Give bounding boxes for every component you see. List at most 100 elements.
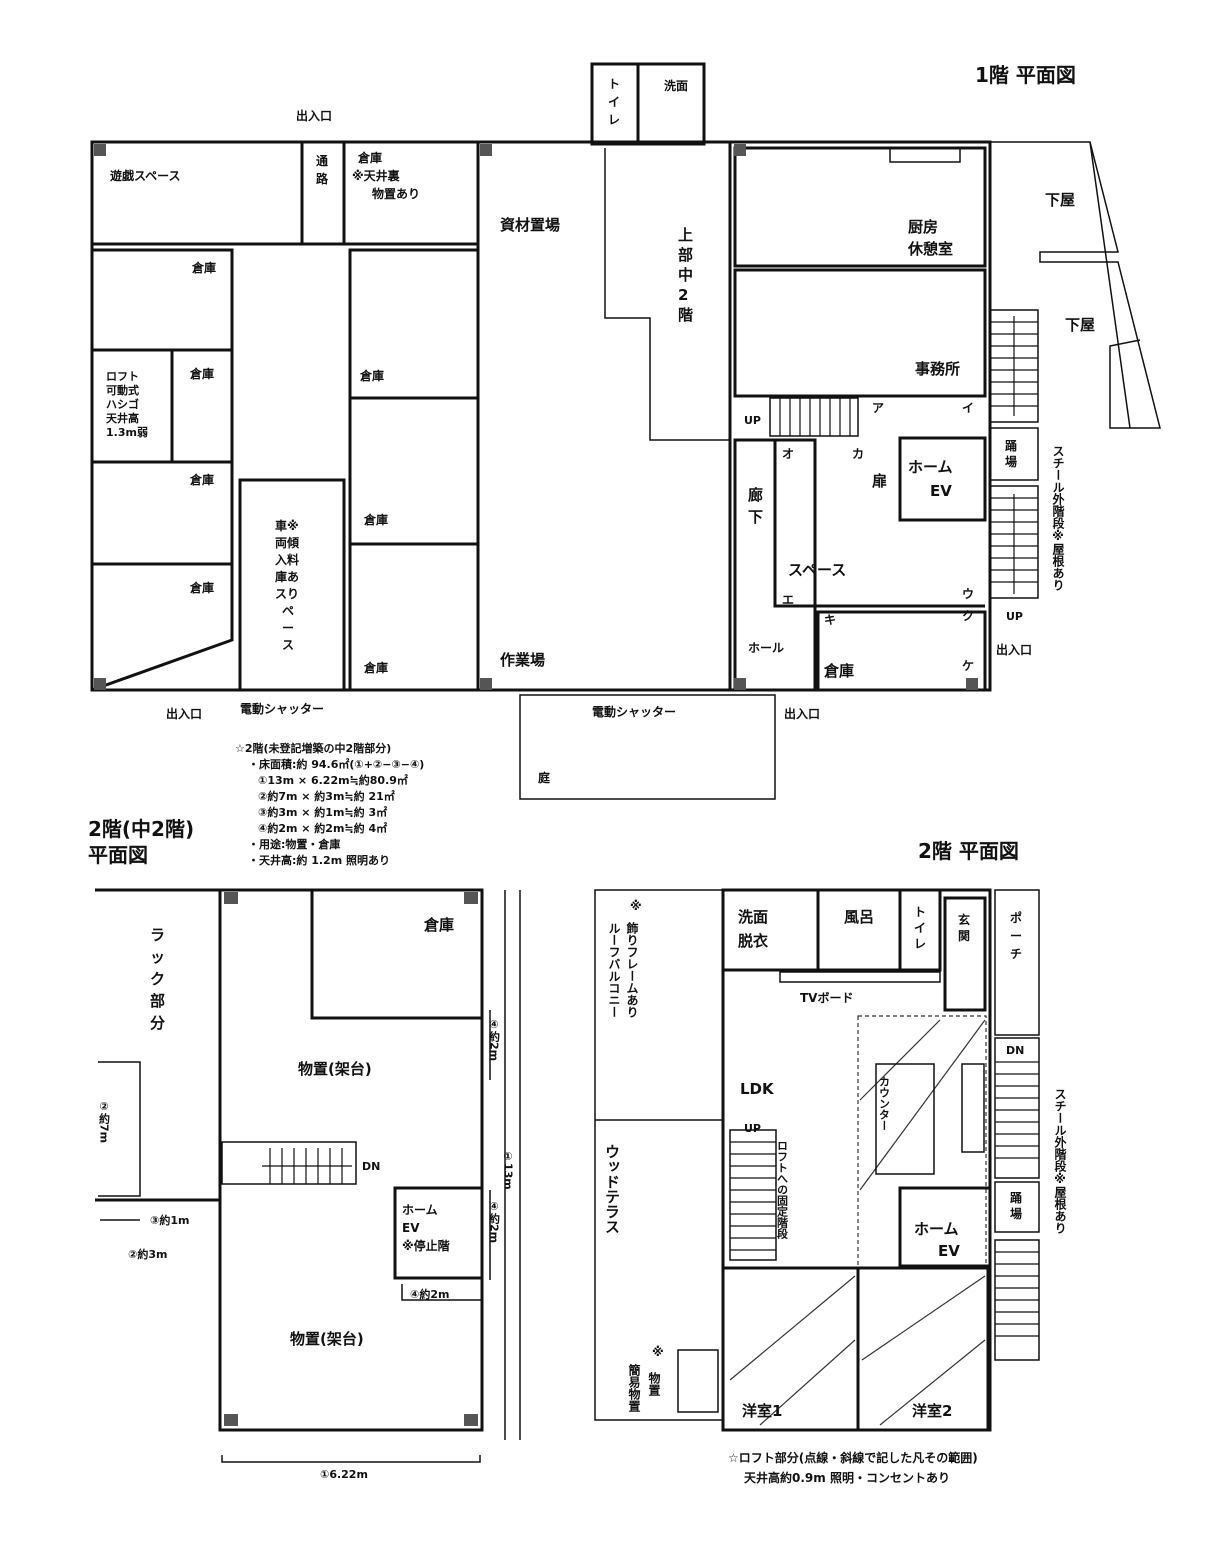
dim-2m-c-label: ④約2m xyxy=(488,1018,501,1061)
wood-terrace-label: ウッドテラス xyxy=(603,1144,621,1234)
bedroom2-room xyxy=(856,1266,990,1432)
floor2m-plan: 2階(中2階) 平面図 ラック部分 ②約7m ③約1m ②約3m 倉庫 物置(架… xyxy=(88,817,521,1481)
bedroom2-label: 洋室2 xyxy=(912,1402,952,1420)
genkan-label: 玄関 xyxy=(958,912,970,943)
floor2-home-ev xyxy=(898,1186,992,1268)
mark-ke: ケ xyxy=(962,659,974,673)
bath-room xyxy=(816,888,902,972)
note-line-2: ・床面積:約 94.6㎡(①+②−③−④) xyxy=(248,757,424,771)
dim-2m-a-label: ④約2m xyxy=(410,1287,449,1301)
landing-label-1: 踊場 xyxy=(1005,439,1017,469)
lower-roof-label-1: 下屋 xyxy=(1045,191,1075,209)
wash-label-2: 脱衣 xyxy=(738,932,768,950)
floor1-steel-stairs xyxy=(989,309,1039,599)
floor2-plan: 2階 平面図 ルーフバルコニー ※ 飾りフレームあり ウッドテラス 簡易物置 ※… xyxy=(594,839,1067,1485)
storage2-label-3: 物置 xyxy=(647,1371,661,1396)
loft-note-line-2: 天井高約0.9m 照明・コンセントあり xyxy=(744,1470,950,1485)
mezz-ev-label-2: EV xyxy=(402,1221,420,1235)
passage-label: 通路 xyxy=(316,153,329,186)
play-space-label: 遊戯スペース xyxy=(110,168,181,183)
vehicle-space-label: 車※両傾入料庫あスりペース xyxy=(275,518,300,652)
mezzanine-note: ☆2階(未登記増築の中2階部分) ・床面積:約 94.6㎡(①+②−③−④) ①… xyxy=(235,741,424,867)
lower-roof-outline xyxy=(990,141,1161,429)
washroom-label: 洗面 xyxy=(664,78,688,93)
wash-label-1: 洗面 xyxy=(738,908,768,926)
storage-g-label: 倉庫 xyxy=(363,660,388,675)
rack-dimension-box xyxy=(98,1061,141,1197)
tv-board-label: TVボード xyxy=(800,990,853,1005)
bedroom1-label: 洋室1 xyxy=(742,1402,782,1420)
floor2-landing-label: 踊場 xyxy=(1010,1191,1022,1221)
loft-label-2: 可動式 xyxy=(106,383,139,397)
counter-label: カウンター xyxy=(878,1076,891,1131)
shelf-2-label: 物置(架台) xyxy=(290,1330,364,1348)
note-line-6: ④約2m × 約2m≒約 4㎡ xyxy=(258,821,387,835)
mezzanine-stairs xyxy=(221,1141,357,1185)
mark-e: エ xyxy=(782,593,794,607)
loft-label-1: ロフト xyxy=(106,370,139,383)
floor2m-title-2: 平面図 xyxy=(88,843,148,867)
loft-stairs-label: ロフトへの固定階段 xyxy=(776,1140,789,1240)
mark-a: ア xyxy=(872,401,884,415)
rack-label: ラック部分 xyxy=(150,926,165,1032)
floor2-steel-stairs-label: スチール外階段※屋根あり xyxy=(1053,1088,1067,1234)
floor1-title: 1階 平面図 xyxy=(975,63,1076,87)
note-line-7: ・用途:物置・倉庫 xyxy=(248,837,340,851)
toilet2-room xyxy=(898,888,942,972)
shutter-mid-label: 電動シャッター xyxy=(592,704,676,719)
storage-top-label-3: 物置あり xyxy=(372,186,420,201)
storage-h-label: 倉庫 xyxy=(823,662,854,680)
lower-roof-label-2: 下屋 xyxy=(1065,316,1095,334)
floor2-dn-label: DN xyxy=(1006,1044,1024,1057)
home-ev-label-1: ホーム xyxy=(908,458,953,476)
entrance-left-label: 出入口 xyxy=(166,706,202,721)
hall-room xyxy=(733,438,817,692)
dim-622-label: ①6.22m xyxy=(320,1468,368,1481)
kitchen-label-2: 休憩室 xyxy=(907,240,953,258)
office-label: 事務所 xyxy=(915,360,960,378)
floor2-loft-stairs xyxy=(729,1129,777,1261)
garden-label: 庭 xyxy=(538,770,550,785)
note-line-4: ②約7m × 約3m≒約 21㎡ xyxy=(258,789,395,803)
home-ev-label-2: EV xyxy=(930,482,952,500)
shelf-1-label: 物置(架台) xyxy=(298,1060,372,1078)
porch-area xyxy=(994,889,1040,1036)
mark-o: オ xyxy=(782,447,794,461)
dim-2m-b-label: ④約2m xyxy=(488,1200,501,1243)
mezzanine-storage-label: 倉庫 xyxy=(423,916,454,934)
shutter-left-label: 電動シャッター xyxy=(240,701,324,716)
mezzanine-outline xyxy=(604,148,730,441)
work-area-label: 作業場 xyxy=(500,651,545,669)
hall-label: ホール xyxy=(748,641,784,655)
storage2-label-1: 簡易物置 xyxy=(627,1363,641,1412)
storage-top-label-2: ※天井裏 xyxy=(352,168,401,183)
dim-3m-label: ②約3m xyxy=(128,1247,167,1261)
mezzanine-home-ev xyxy=(393,1186,484,1280)
up-label-2: UP xyxy=(1006,610,1023,623)
dim-13m-label: ①13m xyxy=(502,1150,515,1190)
storage-d-label: 倉庫 xyxy=(189,580,214,595)
toilet-washroom-block xyxy=(590,62,706,146)
tv-board xyxy=(779,971,941,983)
floor2-ev-label-1: ホーム xyxy=(914,1220,959,1238)
floor2-up-label: UP xyxy=(744,1122,761,1135)
note-line-8: ・天井高:約 1.2m 照明あり xyxy=(248,853,390,867)
mark-ka: カ xyxy=(852,447,864,461)
porch-label: ポーチ xyxy=(1010,910,1022,961)
home-ev-floor1 xyxy=(898,436,987,522)
bath-label: 風呂 xyxy=(844,908,874,926)
mezzanine-storage-room xyxy=(310,888,484,1020)
floor2-steel-stairs xyxy=(994,1037,1040,1361)
ldk-label: LDK xyxy=(740,1080,775,1098)
wash-room xyxy=(721,888,820,972)
floor2-title: 2階 平面図 xyxy=(918,839,1019,863)
entrance-mid-label: 出入口 xyxy=(784,706,820,721)
kitchen-room xyxy=(733,146,987,268)
kitchen-label-1: 厨房 xyxy=(908,218,938,236)
roof-balcony-label-1: ルーフバルコニー xyxy=(607,922,621,1018)
mark-i: イ xyxy=(962,401,974,415)
note-line-1: ☆2階(未登記増築の中2階部分) xyxy=(235,741,391,755)
roof-balcony-label-3: 飾りフレームあり xyxy=(625,921,639,1018)
storage-d-room xyxy=(91,562,234,692)
